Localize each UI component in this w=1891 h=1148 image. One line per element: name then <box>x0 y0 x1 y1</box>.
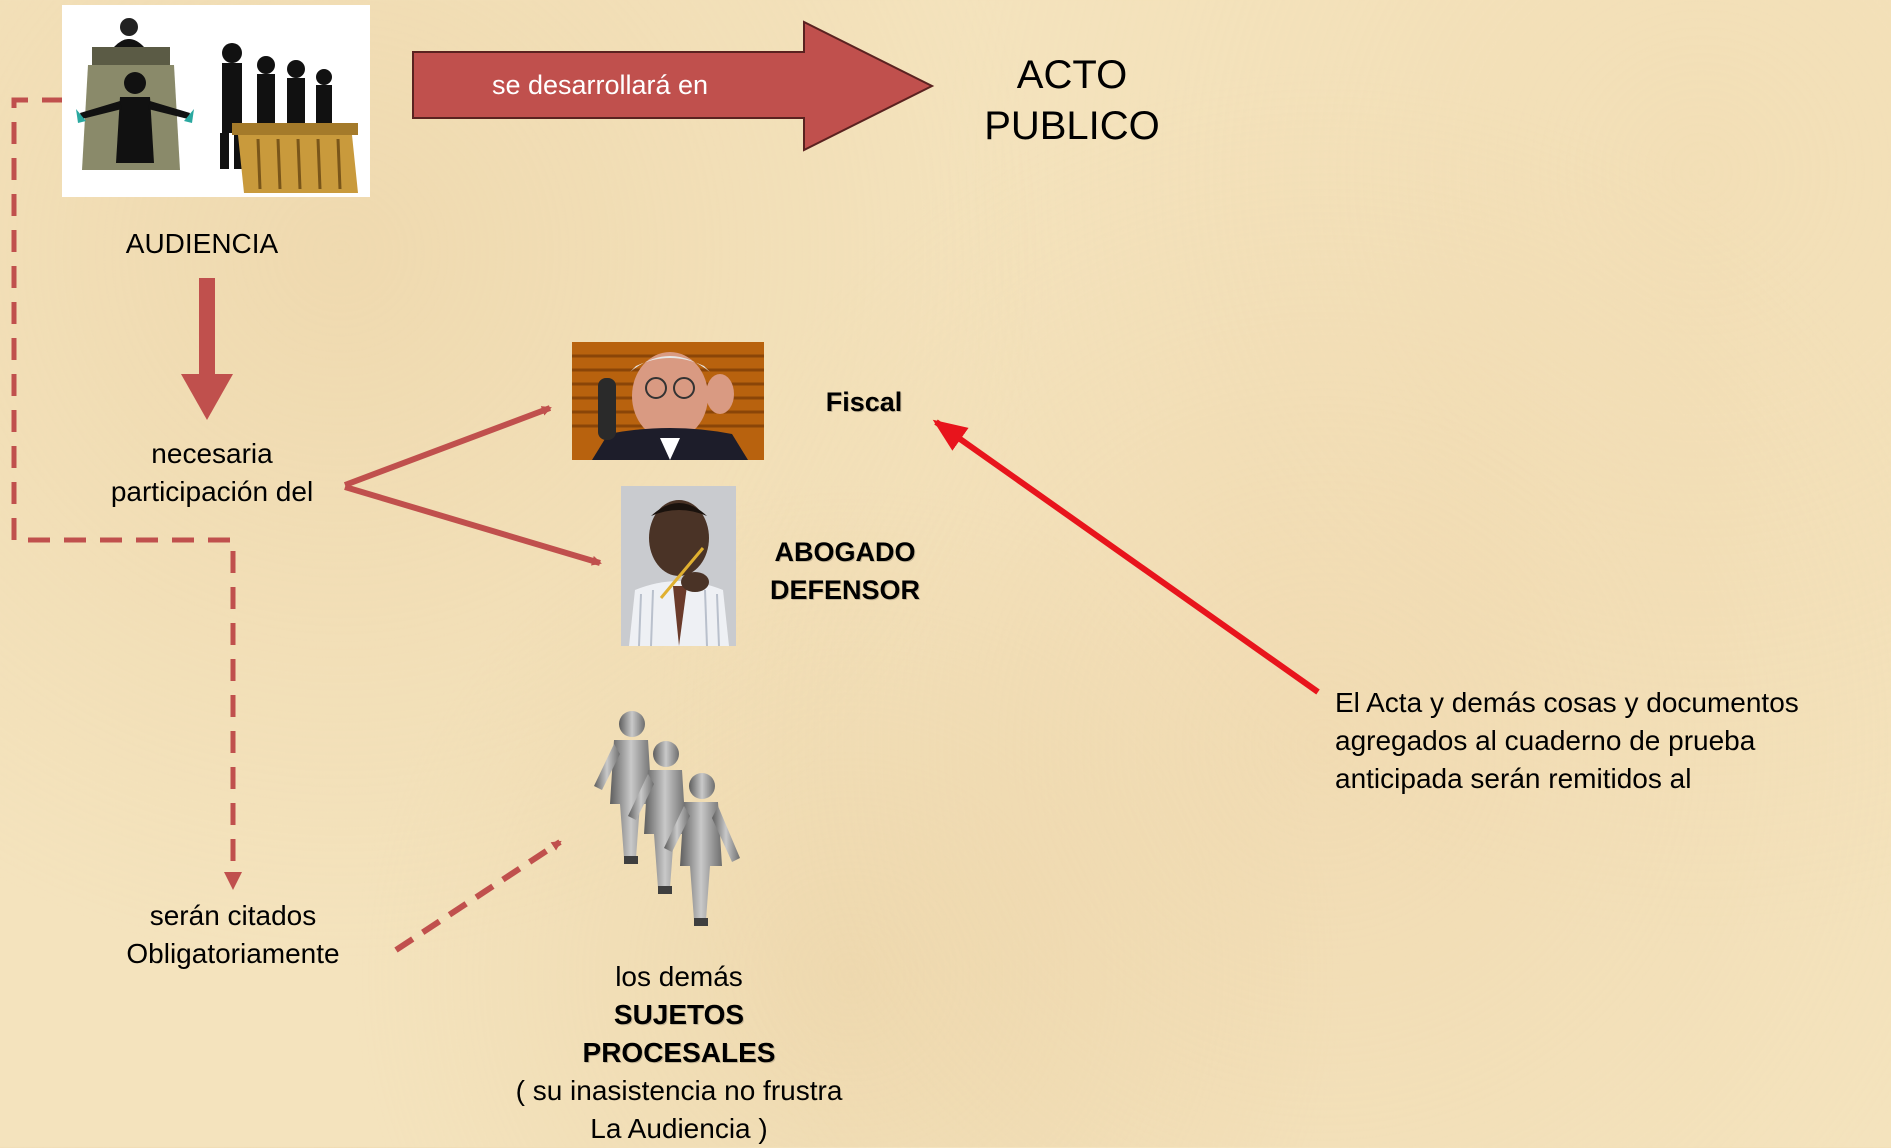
abogado-defensor-label: ABOGADO DEFENSOR <box>750 533 940 609</box>
branch-to-abogado <box>344 484 602 566</box>
dashed-frame-arrowhead <box>224 872 242 890</box>
courtroom-clipart <box>62 5 370 197</box>
acta-note: El Acta y demás cosas y documentos agreg… <box>1335 684 1875 798</box>
audiencia-label: AUDIENCIA <box>125 228 279 259</box>
acta-line2: agregados al cuaderno de prueba <box>1335 725 1756 756</box>
abogado-line1: ABOGADO <box>774 537 916 567</box>
citados-line2: Obligatoriamente <box>126 938 340 969</box>
defense-lawyer-photo <box>621 486 736 646</box>
acta-to-fiscal-arrow <box>932 419 1320 695</box>
prosecutor-photo <box>572 342 764 460</box>
necesaria-participacion-label: necesaria participación del <box>80 435 344 511</box>
down-arrow-head <box>181 374 233 420</box>
abogado-line2: DEFENSOR <box>769 575 921 605</box>
walking-figures <box>580 708 760 948</box>
fiscal-label: Fiscal <box>825 387 903 417</box>
down-arrow-shaft <box>199 278 215 376</box>
sujetos-procesales-label: los demás SUJETOS PROCESALES ( su inasis… <box>472 958 886 1148</box>
banner-arrow <box>412 20 935 152</box>
sujetos-line1: los demás <box>615 961 743 992</box>
sujetos-line5: La Audiencia ) <box>590 1113 768 1144</box>
acto-line2: PUBLICO <box>984 104 1160 148</box>
sujetos-line4: ( su inasistencia no frustra <box>515 1075 843 1106</box>
sujetos-line3: PROCESALES <box>582 1037 776 1068</box>
acta-line3: anticipada serán remitidos al <box>1335 763 1692 794</box>
citados-line1: serán citados <box>149 900 317 931</box>
citados-label: serán citados Obligatoriamente <box>100 897 366 973</box>
sujetos-line2: SUJETOS <box>613 999 745 1030</box>
necesaria-line1: necesaria <box>151 438 273 469</box>
branch-to-fiscal <box>343 405 552 488</box>
necesaria-line2: participación del <box>110 476 314 507</box>
acta-line1: El Acta y demás cosas y documentos <box>1335 687 1799 718</box>
banner-label: se desarrollará en <box>491 70 709 100</box>
acto-publico-label: ACTO PUBLICO <box>952 50 1192 152</box>
dashed-arrow-to-sujetos <box>394 839 562 953</box>
acto-line1: ACTO <box>1016 53 1128 97</box>
dashed-frame-connector <box>11 97 236 878</box>
